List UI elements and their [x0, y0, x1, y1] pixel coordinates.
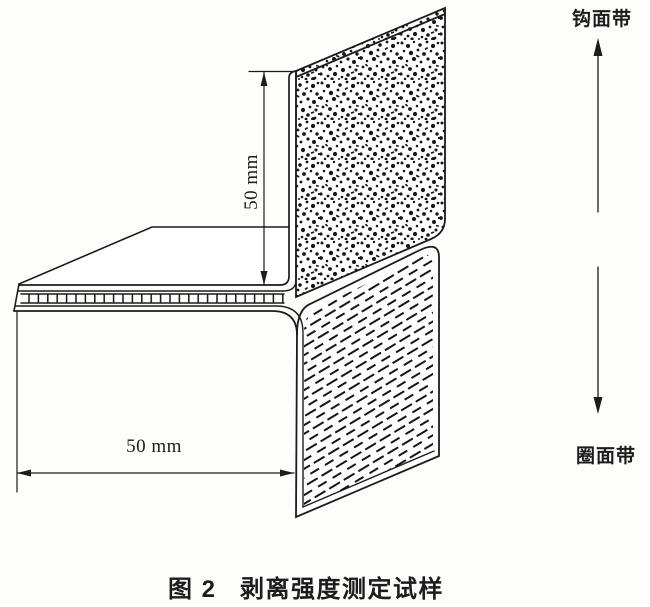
free-end-dimension-arrow-down-icon [260, 271, 268, 285]
hook-tape-label: 钩面带 [572, 7, 632, 30]
arrow-up-icon [593, 38, 603, 56]
engaged-length-dimension: 50 mm [16, 311, 295, 493]
free-end-dimension-arrow-up-icon [260, 72, 268, 86]
plate-lower-backing-line [15, 305, 304, 334]
plate-front-bottom-edge [13, 310, 298, 336]
loop-pull-arrow [593, 266, 603, 414]
free-end-dimension: 50 mm [241, 70, 298, 286]
engaged-length-arrow-right-icon [280, 469, 294, 477]
engagement-teeth-band [21, 294, 284, 303]
hook-tape-strip [279, 6, 446, 299]
figure-caption: 图 2 剥离强度测定试样 [168, 575, 444, 603]
hook-tape-face-texture [296, 8, 445, 297]
hook-tape-left-inner-edge [282, 71, 297, 292]
engaged-section [13, 226, 290, 312]
plate-top-surface [19, 227, 289, 284]
plate-left-end-edge [13, 283, 20, 312]
loop-tape-strip [295, 245, 440, 519]
hook-tape-top-thickness-edge [295, 13, 446, 78]
hook-tape-left-outer-edge [279, 70, 297, 286]
engaged-length-label: 50 mm [126, 436, 182, 457]
plate-to-loop-bend [13, 305, 304, 336]
figure-number-label: 图 2 [168, 576, 217, 603]
hook-pull-arrow [593, 38, 603, 213]
plate-top-back-edge [18, 226, 290, 285]
loop-tape-face-texture [304, 254, 433, 507]
loop-tape-bottom-inner-edge [302, 450, 435, 508]
figure-title: 剥离强度测定试样 [240, 575, 444, 603]
engaged-length-arrow-left-icon [17, 469, 31, 477]
free-end-dimension-label: 50 mm [241, 154, 262, 210]
loop-tape-label: 圈面带 [576, 445, 636, 467]
arrow-down-icon [593, 397, 603, 414]
